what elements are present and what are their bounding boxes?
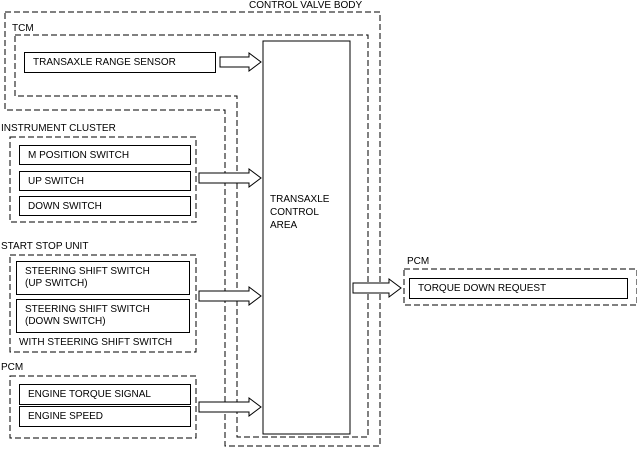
control-area-line-1: TRANSAXLE [270, 194, 330, 205]
instrument-cluster-label: INSTRUMENT CLUSTER [1, 123, 116, 134]
engine-torque-signal-box: ENGINE TORQUE SIGNAL [19, 384, 191, 405]
m-position-switch-label: M POSITION SWITCH [28, 150, 130, 161]
transaxle-range-sensor-label: TRANSAXLE RANGE SENSOR [33, 57, 176, 68]
down-switch-box: DOWN SWITCH [19, 196, 191, 216]
steering-shift-up-switch-box: STEERING SHIFT SWITCH (UP SWITCH) [16, 261, 190, 295]
steering-shift-up-switch-sublabel: (UP SWITCH) [25, 278, 88, 289]
down-switch-label: DOWN SWITCH [28, 201, 102, 212]
control-area-line-3: AREA [270, 220, 298, 231]
steering-shift-note: WITH STEERING SHIFT SWITCH [19, 337, 173, 348]
up-switch-box: UP SWITCH [19, 171, 191, 191]
up-switch-label: UP SWITCH [28, 176, 84, 187]
engine-speed-box: ENGINE SPEED [19, 406, 191, 427]
control-valve-body-outline [4, 11, 381, 447]
arrow-pcm-to-control [198, 397, 262, 417]
tcm-label: TCM [12, 23, 34, 34]
arrow-control-to-pcm [352, 278, 402, 298]
steering-shift-down-switch-label: STEERING SHIFT SWITCH [25, 304, 150, 315]
steering-shift-up-switch-label: STEERING SHIFT SWITCH [25, 266, 150, 277]
start-stop-unit-group [9, 254, 197, 353]
pcm-input-label: PCM [1, 362, 24, 373]
torque-down-request-box: TORQUE DOWN REQUEST [409, 278, 628, 299]
control-valve-body-label: CONTROL VALVE BODY [249, 0, 363, 11]
pcm-output-label: PCM [407, 256, 430, 267]
engine-speed-label: ENGINE SPEED [28, 411, 104, 422]
start-stop-unit-label: START STOP UNIT [1, 241, 89, 252]
instrument-cluster-group [9, 136, 197, 223]
transaxle-control-area-box [262, 40, 351, 435]
tcm-outline [14, 34, 369, 438]
arrow-start-stop-to-control [198, 286, 262, 306]
arrow-cluster-to-control [198, 168, 262, 188]
steering-shift-down-switch-sublabel: (DOWN SWITCH) [25, 316, 106, 327]
engine-torque-signal-label: ENGINE TORQUE SIGNAL [28, 389, 151, 400]
control-area-line-2: CONTROL [270, 207, 319, 218]
m-position-switch-box: M POSITION SWITCH [19, 145, 191, 165]
torque-down-request-label: TORQUE DOWN REQUEST [418, 283, 547, 294]
steering-shift-down-switch-box: STEERING SHIFT SWITCH (DOWN SWITCH) [16, 299, 190, 333]
arrow-tcm-to-control [219, 52, 262, 72]
pcm-input-group [9, 375, 197, 439]
transaxle-range-sensor-box: TRANSAXLE RANGE SENSOR [24, 52, 216, 73]
